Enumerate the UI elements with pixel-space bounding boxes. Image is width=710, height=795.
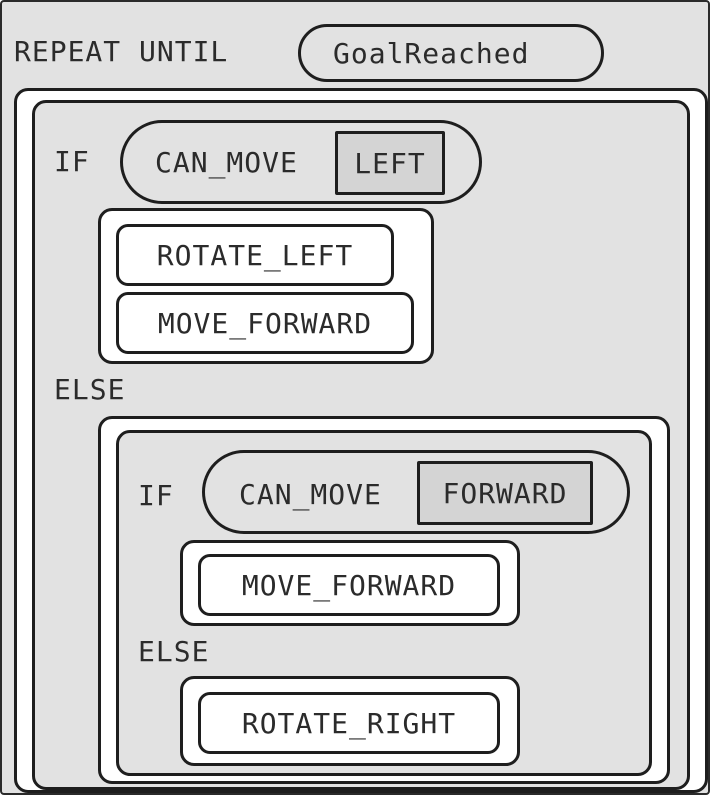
- inner-if-keyword: IF: [138, 479, 174, 512]
- inner-condition-param[interactable]: FORWARD: [417, 461, 593, 525]
- inner-condition-label: CAN_MOVE: [239, 478, 382, 511]
- outer-if-keyword: IF: [54, 145, 90, 178]
- inner-move-forward-command[interactable]: MOVE_FORWARD: [198, 554, 500, 616]
- outer-condition-block[interactable]: CAN_MOVE LEFT: [120, 120, 482, 204]
- goal-condition-block[interactable]: GoalReached: [298, 24, 604, 82]
- outer-else-keyword: ELSE: [54, 373, 126, 406]
- rotate-right-command[interactable]: ROTATE_RIGHT: [198, 692, 500, 754]
- goal-condition-label: GoalReached: [333, 37, 530, 70]
- repeat-until-keyword: REPEAT UNTIL: [14, 35, 229, 68]
- rotate-left-command[interactable]: ROTATE_LEFT: [116, 224, 394, 286]
- outer-condition-label: CAN_MOVE: [155, 146, 298, 179]
- outer-condition-param[interactable]: LEFT: [335, 131, 445, 195]
- inner-condition-block[interactable]: CAN_MOVE FORWARD: [202, 450, 630, 534]
- inner-else-keyword: ELSE: [138, 635, 210, 668]
- outer-move-forward-command[interactable]: MOVE_FORWARD: [116, 292, 414, 354]
